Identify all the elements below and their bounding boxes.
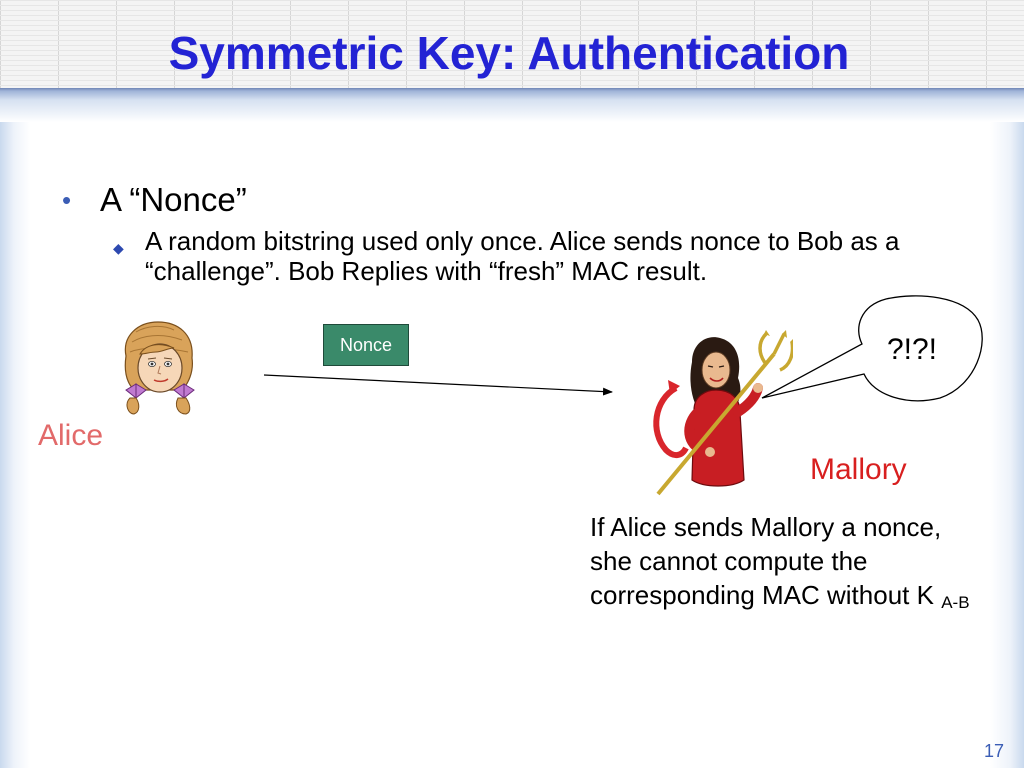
mallory-label: Mallory bbox=[810, 453, 907, 486]
header-rule bbox=[0, 88, 1024, 122]
mallory-note: If Alice sends Mallory a nonce, she cann… bbox=[590, 510, 970, 620]
mallory-note-line2: she cannot compute the bbox=[590, 546, 868, 576]
mallory-note-line1: If Alice sends Mallory a nonce, bbox=[590, 512, 942, 542]
nonce-message-box: Nonce bbox=[323, 324, 409, 366]
round-bullet-icon: • bbox=[62, 185, 72, 215]
mallory-devil-clipart-icon bbox=[653, 330, 793, 496]
alice-label: Alice bbox=[38, 419, 104, 452]
bullet-level2-text: A random bitstring used only once. Alice… bbox=[145, 226, 900, 286]
speech-bubble-icon bbox=[761, 295, 983, 402]
diamond-bullet-icon: ◆ bbox=[113, 240, 124, 256]
bullet-level1-text: A “Nonce” bbox=[100, 181, 247, 218]
mallory-note-line3-text: corresponding MAC without K bbox=[590, 580, 934, 610]
mallory-note-line3: corresponding MAC without K A-B bbox=[590, 578, 970, 620]
slide-title: Symmetric Key: Authentication bbox=[168, 27, 850, 79]
header-band bbox=[0, 0, 1024, 90]
page-number: 17 bbox=[984, 741, 1005, 761]
alice-clipart-icon bbox=[124, 321, 195, 415]
key-subscript: A-B bbox=[941, 593, 970, 612]
speech-bubble-text: ?!?! bbox=[886, 333, 938, 366]
